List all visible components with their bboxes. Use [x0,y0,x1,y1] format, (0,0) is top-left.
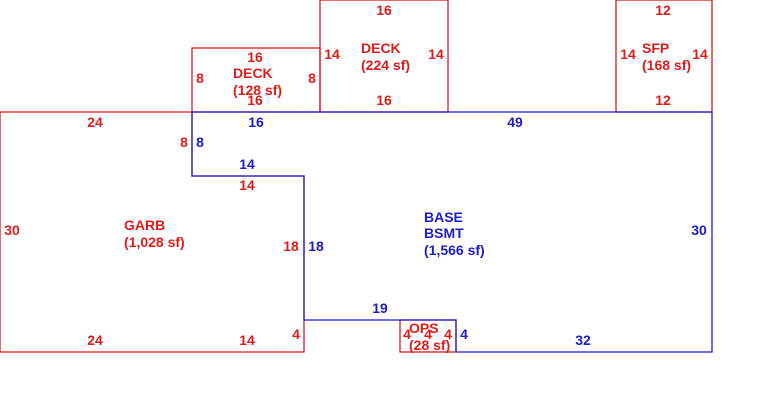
deck-small-code: DECK [233,65,273,81]
dim-ops-right: 4 [444,326,452,342]
dim-ops-left: 4 [403,326,411,342]
red-outlines [0,0,713,353]
base-area: (1,566 sf) [424,242,485,258]
dim-ops-mid: 4 [424,326,432,342]
sfp-area: (168 sf) [642,57,691,73]
garage-code: GARB [124,217,165,233]
dim-base-right: 30 [691,222,707,238]
dim-base-top: 49 [507,114,523,130]
dim-deck-large-top: 16 [376,2,392,18]
dim-base-inner-bottom: 19 [372,300,388,316]
dim-deck-large-bottom: 16 [376,92,392,108]
dim-sfp-left: 14 [620,46,636,62]
base-outline [191,111,713,353]
dim-deck-small-top: 16 [247,49,263,65]
sfp-code: SFP [642,40,669,56]
dim-base-bottom: 32 [575,332,591,348]
deck-small-area: (128 sf) [233,82,282,98]
base-code2: BSMT [424,225,464,241]
dim-deck-large-left: 14 [324,46,340,62]
labels: GARB (1,028 sf) BASE BSMT (1,566 sf) DEC… [4,2,708,353]
dim-deck-small-left: 8 [196,70,204,86]
dim-deck-small-right: 8 [308,70,316,86]
dim-deck-small-bottom: 16 [247,92,263,108]
dim-base-top-left: 16 [248,114,264,130]
ops-code: OPS [409,320,439,336]
deck-large-code: DECK [361,40,401,56]
dim-garage-top: 24 [87,114,103,130]
blue-outlines [191,111,713,353]
dim-garage-bottom2: 14 [239,332,255,348]
base-code: BASE [424,209,463,225]
dim-base-step-left: 8 [196,134,204,150]
dim-base-left: 18 [308,238,324,254]
dim-sfp-top: 12 [655,2,671,18]
dim-base-step-top: 14 [239,156,255,172]
garage-area: (1,028 sf) [124,234,185,250]
dim-sfp-bottom: 12 [655,92,671,108]
dim-garage-right: 18 [283,238,299,254]
dim-deck-large-right: 14 [428,46,444,62]
deck-large-area: (224 sf) [361,57,410,73]
dim-garage-bottom: 24 [87,332,103,348]
ops-area: (28 sf) [409,337,450,353]
dim-garage-right-low: 4 [292,326,300,342]
dim-base-ops-right: 4 [460,326,468,342]
dim-sfp-right: 14 [692,46,708,62]
dim-garage-left: 30 [4,222,20,238]
dim-garage-step-left: 8 [180,134,188,150]
dim-garage-step-bottom: 14 [239,177,255,193]
